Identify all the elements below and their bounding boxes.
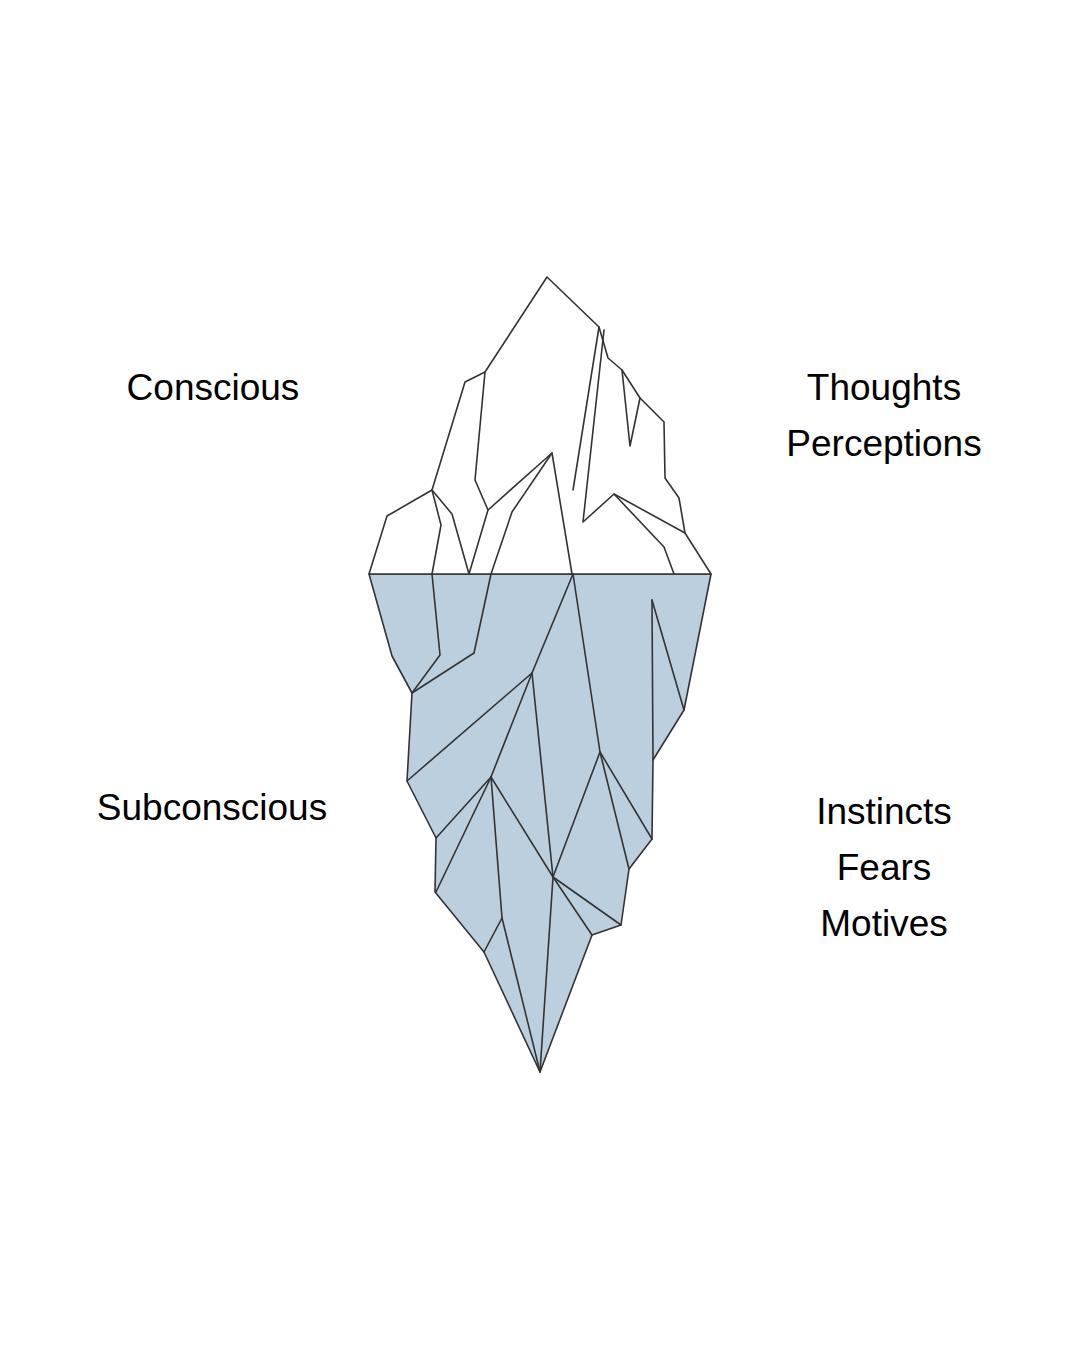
level-contents: Instincts Fears Motives [816, 784, 952, 952]
level-contents: Thoughts Perceptions [786, 360, 981, 472]
level-heading: Subconscious [97, 780, 327, 836]
level-heading: Conscious [127, 360, 300, 416]
